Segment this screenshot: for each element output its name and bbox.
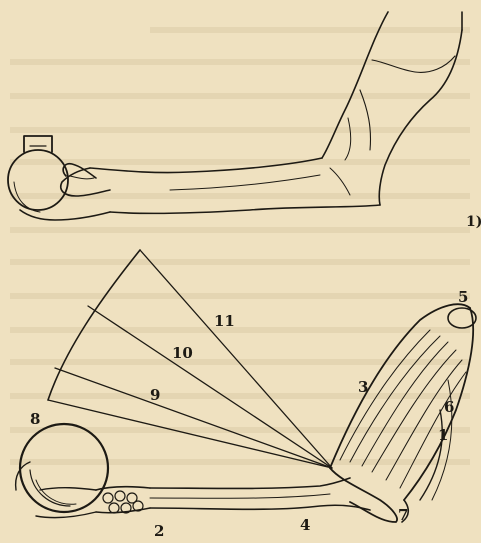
elbow-joint <box>330 468 397 522</box>
radius-bone <box>150 478 350 489</box>
label-2: 2 <box>154 522 164 540</box>
label-4: 4 <box>300 516 310 534</box>
upper-arm-outer <box>322 12 388 158</box>
lower-arm-figure <box>16 250 476 522</box>
ball <box>20 424 108 512</box>
label-8: 8 <box>30 410 40 428</box>
label-7: 7 <box>398 506 408 524</box>
upper-figure-label: 1) <box>466 214 481 230</box>
arc-8 <box>48 250 140 400</box>
label-10: 10 <box>172 344 193 362</box>
label-3: 3 <box>358 378 368 396</box>
label-9: 9 <box>150 386 160 404</box>
upper-arm-inner <box>379 30 462 205</box>
upper-arm-figure <box>8 12 462 220</box>
label-5: 5 <box>458 288 468 306</box>
label-11: 11 <box>214 312 235 330</box>
line-9 <box>55 368 332 468</box>
forearm-bottom <box>110 205 380 213</box>
label-1: 1 <box>438 426 448 444</box>
label-6: 6 <box>444 398 454 416</box>
show-through-text <box>10 30 470 462</box>
ulna-bone <box>150 505 370 510</box>
